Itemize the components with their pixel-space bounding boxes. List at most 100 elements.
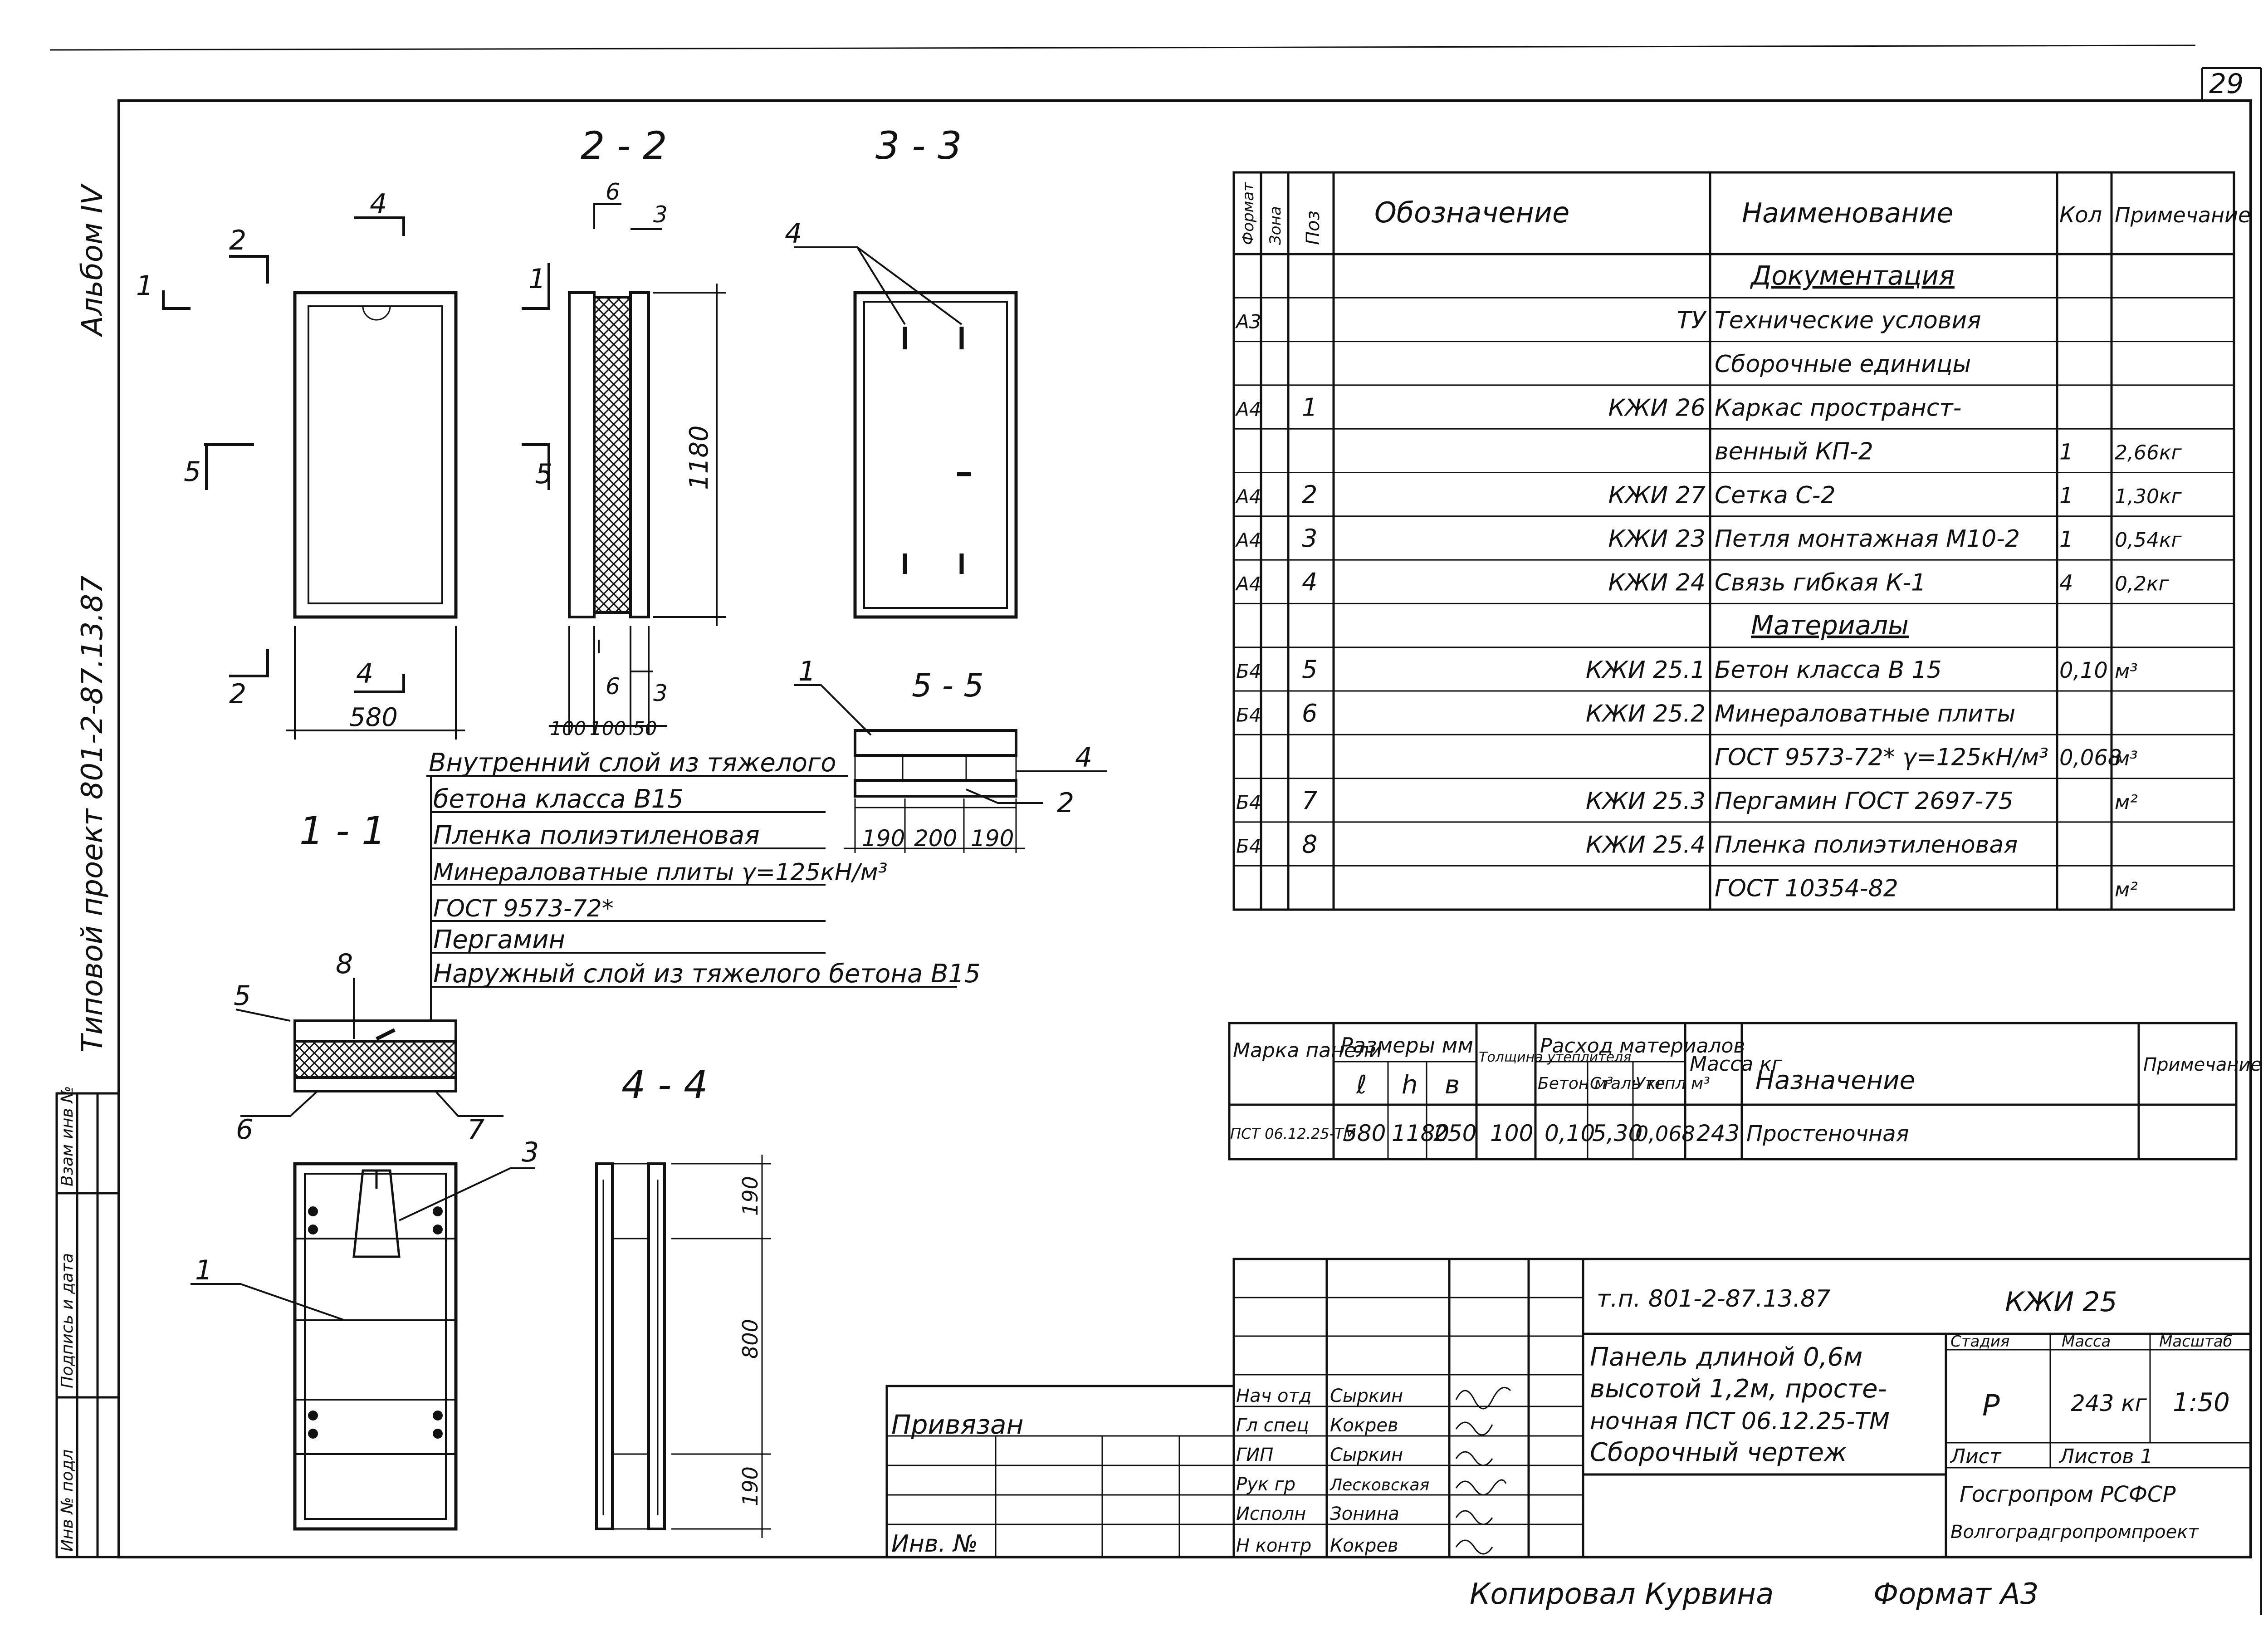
view-4-4-pos3: 3 (522, 1136, 539, 1168)
title-line-4: Сборочный чертеж (1590, 1438, 1847, 1467)
spec-cell-r6-c2: 3 (1302, 524, 1317, 553)
spec-cell-r9-c0: Б4 (1236, 660, 1261, 682)
copied-by: Копировал Курвина (1470, 1577, 1774, 1611)
role-0: Нач отд (1236, 1386, 1311, 1406)
margin-label-sign: Подпись и дата (58, 1253, 77, 1388)
view-4-4-dim-mid: 800 (738, 1319, 763, 1359)
view-4-4-dim-bot: 190 (738, 1466, 763, 1506)
spec-cell-r5-c5: 1 (2059, 483, 2073, 509)
sheet-number: 29 (2209, 68, 2244, 100)
role-2: ГИП (1236, 1445, 1273, 1465)
spec-cell-r9-c2: 5 (1302, 655, 1317, 684)
role-5: Н контр (1236, 1535, 1311, 1556)
role-4: Исполн (1236, 1504, 1306, 1524)
title-line-3: ночная ПСТ 06.12.25-ТМ (1590, 1408, 1890, 1435)
spec-cell-r9-c3: КЖИ 25.1 (1586, 656, 1706, 684)
view-2-2-dim-100a: 100 (550, 717, 586, 740)
layer-text-6: Пергамин (433, 925, 565, 955)
margin-label-inv: Инв № подл (58, 1450, 77, 1552)
panel-r-steel: 5,30 (1592, 1120, 1642, 1146)
cut-mark-4-top: 4 (370, 188, 387, 220)
cut-mark-3-bottom: 3 (653, 680, 668, 706)
panel-h-purpose: Назначение (1755, 1066, 1915, 1095)
project-code: т.п. 801-2-87.13.87 (1597, 1285, 1830, 1313)
spec-cell-r7-c5: 4 (2059, 571, 2073, 596)
view-1-1-pos8: 8 (336, 948, 353, 980)
layer-text-2: бетона класса В15 (433, 784, 684, 814)
spec-cell-r5-c0: А4 (1235, 485, 1261, 508)
stage-header: Стадия (1950, 1332, 2009, 1351)
spec-row-lines (1234, 253, 2234, 910)
spec-cell-r9-c5: 0,10 (2059, 658, 2108, 683)
panel-h-dims: Размеры мм (1340, 1033, 1473, 1058)
panel-r-ins: 100 (1490, 1120, 1533, 1146)
view-1-1 (235, 978, 503, 1117)
scale-header: Масштаб (2159, 1332, 2233, 1351)
panel-h-h: h (1402, 1070, 1418, 1100)
spec-cell-r13-c4: Пленка полиэтиленовая (1715, 831, 2018, 858)
name-1: Кокрев (1330, 1415, 1398, 1436)
panel-h-mass: Масса кг (1690, 1053, 1783, 1076)
view-2-2-dims (549, 203, 726, 735)
cut-mark-1-mid: 1 (528, 263, 546, 295)
spec-cell-r1-c3: ТУ (1677, 307, 1707, 334)
spec-cell-r14-c6: м² (2115, 878, 2138, 901)
spec-header-1: Зона (1266, 206, 1285, 245)
left-margin-stamp (55, 1092, 120, 1558)
view-5-5-pos2: 2 (1057, 787, 1074, 819)
panel-r-concrete: 0,10 (1545, 1120, 1595, 1146)
view-2-2-dim-100b: 100 (590, 717, 626, 740)
spec-cell-r10-c3: КЖИ 25.2 (1586, 700, 1706, 727)
view-5-5-dim-c: 190 (971, 825, 1014, 852)
panel-r-h: 1180 (1392, 1120, 1449, 1146)
spec-header-4: Наименование (1742, 197, 1953, 229)
cut-mark-6-bottom: 6 (606, 673, 620, 700)
spec-cell-r10-c2: 6 (1302, 699, 1317, 727)
view-3-3-title: 3 - 3 (875, 123, 962, 168)
spec-cell-r4-c6: 2,66кг (2115, 441, 2182, 465)
signatures (1455, 1386, 1511, 1555)
sheets-label: Листов 1 (2058, 1445, 2153, 1468)
spec-cell-r6-c3: КЖИ 23 (1608, 525, 1706, 553)
spec-cell-r12-c0: Б4 (1236, 791, 1261, 813)
view-5-5-pos1: 1 (798, 656, 816, 687)
spec-table-grid (1232, 171, 2235, 911)
cut-mark-2-top: 2 (229, 225, 246, 256)
format-label: Формат А3 (1873, 1577, 2039, 1611)
spec-cell-r4-c5: 1 (2059, 440, 2073, 465)
title-line-2: высотой 1,2м, просте- (1590, 1374, 1887, 1404)
role-1: Гл спец (1236, 1415, 1309, 1436)
spec-cell-r13-c2: 8 (1302, 830, 1317, 858)
spec-cell-r3-c0: А4 (1235, 398, 1261, 420)
panel-h-l: ℓ (1356, 1070, 1367, 1100)
album-label: Альбом IV (76, 183, 109, 338)
panel-r-mass: 243 (1696, 1120, 1740, 1146)
spec-cell-r7-c2: 4 (1302, 568, 1317, 597)
cut-mark-3-top: 3 (653, 201, 668, 228)
spec-cell-r11-c5: 0,068 (2059, 745, 2121, 771)
spec-cell-r4-c4: венный КП-2 (1715, 438, 1873, 465)
view-5-5-title: 5 - 5 (912, 667, 984, 704)
view-5-5-pos4: 4 (1075, 742, 1092, 774)
spec-cell-r6-c6: 0,54кг (2115, 529, 2182, 552)
layer-text-1: Внутренний слой из тяжелого (429, 748, 836, 778)
mass-header: Масса (2062, 1332, 2111, 1351)
spec-cell-r7-c3: КЖИ 24 (1608, 569, 1706, 597)
spec-cell-r14-c4: ГОСТ 10354-82 (1715, 875, 1898, 902)
org-name-1: Госгропром РСФСР (1960, 1482, 2176, 1507)
spec-cell-r6-c0: А4 (1235, 529, 1261, 551)
spec-cell-r12-c2: 7 (1302, 786, 1317, 815)
spec-cell-r13-c3: КЖИ 25.4 (1586, 831, 1706, 858)
panel-h-note: Примечание (2143, 1054, 2262, 1075)
stage-value: Р (1982, 1389, 2000, 1423)
insulation-hatch-2-2 (595, 298, 630, 612)
layer-text-5: ГОСТ 9573-72* (433, 895, 614, 922)
spec-cell-r7-c4: Связь гибкая К-1 (1715, 569, 1926, 597)
name-5: Кокрев (1330, 1535, 1398, 1556)
drawing-code: КЖИ 25 (2005, 1286, 2117, 1318)
org-name-2: Волгоградгропромпроект (1950, 1522, 2199, 1543)
spec-cell-r10-c4: Минераловатные плиты (1715, 700, 2015, 727)
